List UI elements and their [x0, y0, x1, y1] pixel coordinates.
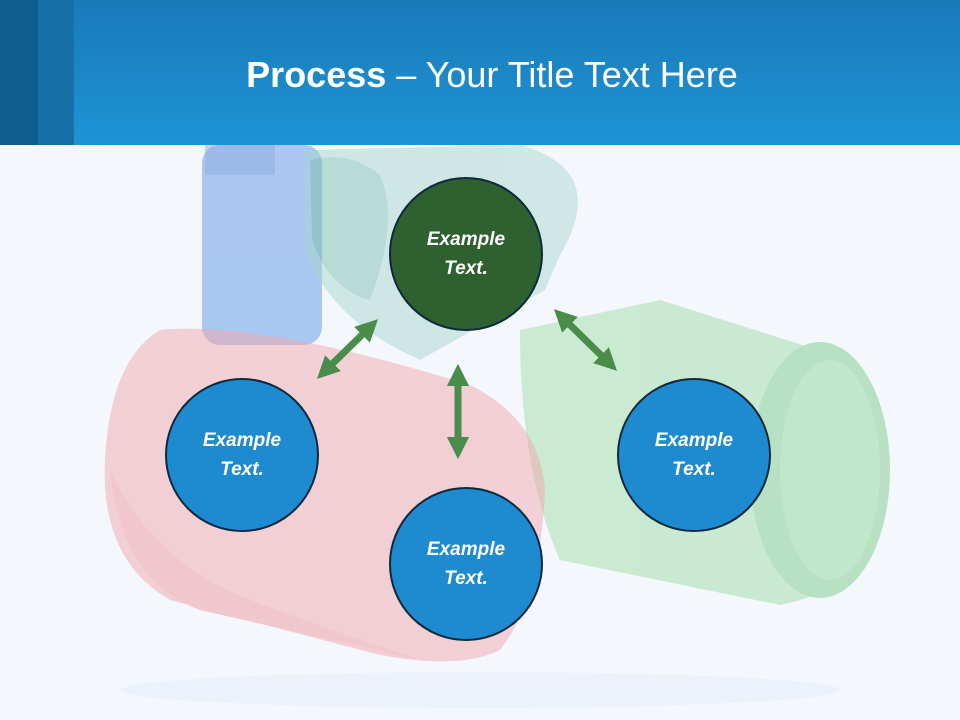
node-top: Example Text. [389, 177, 543, 331]
node-right-label: Example Text. [654, 430, 734, 480]
header-accent-stripe-dark [0, 0, 38, 145]
node-left: Example Text. [165, 378, 319, 532]
slide-title: Process – Your Title Text Here [0, 50, 960, 100]
node-bottom-label: Example Text. [426, 539, 506, 589]
node-top-label: Example Text. [426, 229, 506, 279]
node-bottom: Example Text. [389, 487, 543, 641]
arrow-top-right [553, 309, 618, 371]
title-bar: Process – Your Title Text Here [0, 0, 960, 145]
arrow-top-left [316, 319, 379, 379]
header-accent-stripe [38, 0, 74, 145]
title-rest: – Your Title Text Here [386, 54, 738, 95]
node-right: Example Text. [617, 378, 771, 532]
node-left-label: Example Text. [202, 430, 282, 480]
title-bold: Process [246, 54, 387, 95]
